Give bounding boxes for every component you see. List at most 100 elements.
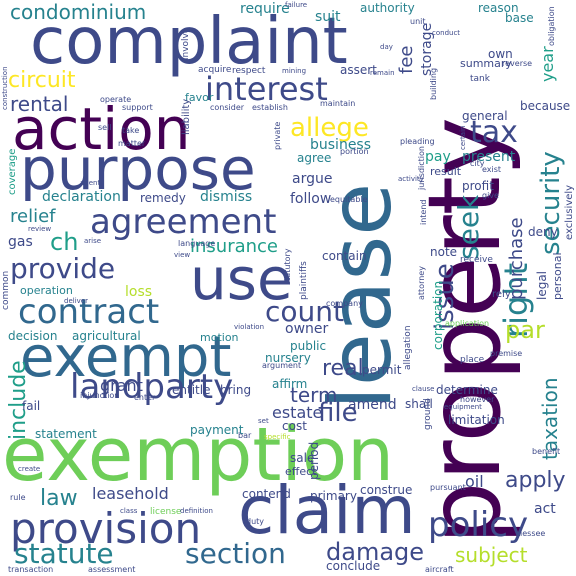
- cloud-word: provide: [10, 252, 116, 285]
- cloud-word: contend: [242, 487, 291, 501]
- cloud-word: transaction: [8, 565, 54, 574]
- cloud-word: ch: [50, 228, 79, 256]
- cloud-word: agent: [80, 179, 101, 187]
- cloud-word: base: [505, 11, 534, 25]
- cloud-word: building: [429, 67, 438, 100]
- cloud-word: seek: [452, 194, 485, 260]
- cloud-word: application: [445, 319, 490, 328]
- cloud-word: obligation: [547, 6, 556, 46]
- cloud-word: tax: [470, 115, 518, 150]
- cloud-word: circuit: [8, 68, 76, 93]
- cloud-word: personal: [551, 252, 564, 300]
- cloud-word: subject: [455, 543, 528, 567]
- cloud-word: take: [122, 126, 140, 135]
- cloud-word: statement: [35, 427, 97, 441]
- cloud-word: assessment: [88, 565, 136, 574]
- cloud-word: argue: [292, 171, 333, 187]
- cloud-word: purpose: [20, 135, 256, 203]
- cloud-word: failure: [285, 1, 308, 9]
- cloud-word: par: [505, 316, 545, 344]
- cloud-word: count: [265, 295, 344, 328]
- cloud-word: present: [462, 149, 516, 165]
- cloud-word: exclusively: [564, 184, 575, 240]
- cloud-word: premise: [490, 349, 523, 358]
- cloud-word: portion: [340, 147, 369, 156]
- cloud-word: remedy: [140, 191, 186, 205]
- cloud-word: condominium: [10, 0, 147, 24]
- cloud-word: nursery: [265, 351, 311, 365]
- cloud-word: exist: [482, 165, 502, 174]
- cloud-word: unit: [410, 17, 426, 26]
- cloud-word: owner: [285, 321, 329, 337]
- cloud-word: set: [258, 417, 269, 425]
- cloud-word: ground: [423, 398, 433, 430]
- cloud-word: liability: [181, 98, 192, 135]
- cloud-word: definition: [180, 507, 213, 515]
- cloud-word: rule: [10, 493, 26, 502]
- cloud-word: require: [240, 1, 290, 17]
- cloud-word: law: [40, 486, 78, 511]
- cloud-word: allegation: [403, 325, 413, 370]
- cloud-word: action: [12, 95, 191, 163]
- cloud-word: relief: [10, 206, 56, 227]
- cloud-word: certain: [459, 125, 467, 150]
- cloud-word: complaint: [30, 5, 348, 79]
- cloud-word: receive: [460, 255, 493, 265]
- cloud-word: bar: [238, 431, 252, 440]
- cloud-word: corporation: [431, 280, 445, 350]
- cloud-word: oil: [465, 472, 484, 491]
- cloud-word: rely: [492, 289, 511, 300]
- cloud-word: day: [380, 43, 393, 51]
- cloud-word: intend: [419, 199, 428, 226]
- cloud-word: profit: [462, 179, 494, 193]
- cloud-word: establish: [252, 103, 288, 112]
- cloud-word: enter: [134, 393, 156, 402]
- cloud-word: equitable: [330, 195, 368, 204]
- cloud-word: aircraft: [425, 565, 454, 574]
- cloud-word: damage: [326, 538, 425, 566]
- cloud-word: equipment: [444, 403, 482, 411]
- cloud-word: argument: [262, 361, 302, 370]
- cloud-word: act: [534, 501, 556, 517]
- cloud-word: agricultural: [72, 329, 141, 343]
- cloud-word: mining: [282, 67, 307, 75]
- cloud-word: deliver: [64, 297, 88, 305]
- cloud-word: result: [430, 165, 462, 178]
- cloud-word: view: [174, 251, 191, 259]
- cloud-word: interest: [205, 70, 328, 108]
- cloud-word: attorney: [417, 266, 426, 300]
- cloud-word: authority: [360, 1, 415, 15]
- cloud-word: tank: [470, 74, 490, 84]
- cloud-word: conclude: [326, 559, 381, 573]
- cloud-word: injunction: [80, 391, 120, 400]
- cloud-word: follow: [290, 191, 332, 207]
- cloud-word: summary: [460, 57, 512, 70]
- cloud-word: because: [520, 99, 571, 113]
- cloud-word: primary: [310, 489, 357, 503]
- cloud-word: allege: [290, 113, 369, 143]
- cloud-word: jurisdiction: [417, 146, 426, 190]
- cloud-word: place: [460, 355, 485, 365]
- cloud-word: dismiss: [200, 189, 253, 205]
- cloud-word: license: [150, 507, 182, 517]
- cloud-word: shall: [405, 397, 433, 411]
- cloud-word: sell: [98, 123, 112, 132]
- cloud-word: deny: [528, 225, 558, 239]
- cloud-word: estate: [272, 403, 323, 422]
- cloud-word: construction: [1, 66, 9, 110]
- cloud-word: permit: [362, 363, 402, 377]
- cloud-word: declaration: [42, 189, 121, 205]
- cloud-word: pursuant: [430, 483, 466, 492]
- cloud-word: term: [290, 383, 338, 407]
- cloud-word: claim: [238, 472, 416, 549]
- cloud-word: bring: [220, 383, 252, 397]
- cloud-word: agree: [297, 151, 332, 165]
- cloud-word: specific: [264, 433, 291, 441]
- cloud-word: consider: [210, 103, 245, 112]
- cloud-word: cost: [282, 419, 307, 433]
- cloud-word: operate: [100, 95, 132, 104]
- cloud-word: violation: [234, 323, 265, 331]
- cloud-word: conduct: [432, 29, 461, 37]
- cloud-word: affirm: [272, 377, 308, 391]
